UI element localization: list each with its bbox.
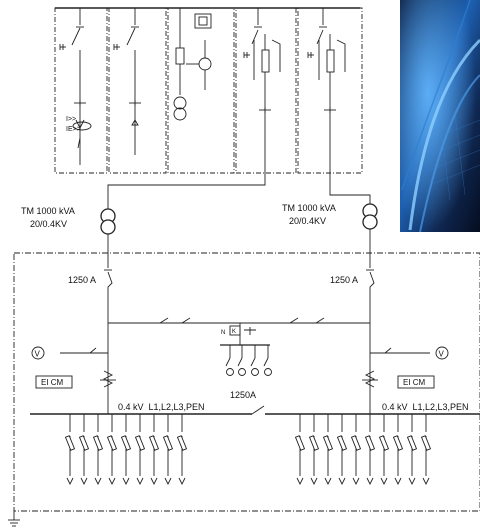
relay-box-k-label: K	[232, 329, 236, 335]
meter-box-right-label: EI CM	[403, 378, 426, 387]
lv-switchboard	[8, 229, 480, 527]
relay-box-n-label: N	[221, 330, 225, 336]
outgoing-feeders	[64, 414, 432, 486]
outgoing-feeder	[64, 414, 76, 486]
outgoing-feeder	[294, 414, 306, 486]
outgoing-feeder	[392, 414, 404, 486]
transformer-right-voltage: 20/0.4KV	[289, 216, 326, 226]
protection-label-1: I>>	[66, 116, 76, 123]
voltmeter-left: V	[31, 346, 45, 360]
busbar-right-label: 0.4 kV L1,L2,L3,PEN	[382, 402, 469, 412]
outgoing-feeder	[350, 414, 362, 486]
outgoing-feeder	[78, 414, 90, 486]
mv-switchgear	[54, 7, 371, 210]
incomer-right-current: 1250 A	[330, 275, 358, 285]
decorative-photo	[400, 0, 480, 233]
transformer-right	[362, 203, 378, 230]
voltmeter-right-symbol: V	[439, 350, 445, 359]
outgoing-feeder	[120, 414, 132, 486]
outgoing-feeder	[406, 414, 418, 486]
incomer-left-current: 1250 A	[68, 275, 96, 285]
voltmeter-left-symbol: V	[35, 350, 41, 359]
outgoing-feeder	[92, 414, 104, 486]
outgoing-feeder	[322, 414, 334, 486]
outgoing-feeder	[176, 414, 188, 486]
outgoing-feeder	[134, 414, 146, 486]
outgoing-feeder	[106, 414, 118, 486]
outgoing-feeder	[336, 414, 348, 486]
outgoing-feeder	[378, 414, 390, 486]
transformer-left-voltage: 20/0.4KV	[30, 219, 67, 229]
outgoing-feeder	[420, 414, 432, 486]
outgoing-feeder	[162, 414, 174, 486]
outgoing-feeder	[364, 414, 376, 486]
meter-box-left-label: EI CM	[41, 378, 64, 387]
outgoing-feeder	[148, 414, 160, 486]
busbar-left-label: 0.4 kV L1,L2,L3,PEN	[118, 402, 205, 412]
outgoing-feeder	[308, 414, 320, 486]
transformer-right-rating: TM 1000 kVA	[282, 203, 336, 213]
protection-label-2: IE>>	[66, 126, 81, 133]
tie-breaker-current: 1250A	[230, 390, 256, 400]
transformer-left-rating: TM 1000 kVA	[21, 206, 75, 216]
voltmeter-right: V	[435, 346, 449, 360]
transformer-left	[100, 208, 116, 235]
